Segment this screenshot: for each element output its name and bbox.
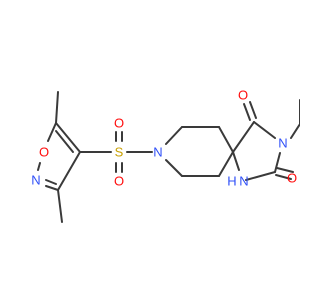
- atom-o-carbonyl-top: O: [238, 88, 248, 103]
- atom-n-piperidine: N: [153, 145, 162, 160]
- atom-o-sulfonyl-top: O: [114, 116, 124, 131]
- bond-c4-n3: [253, 121, 276, 139]
- bond-c4-o-a: [243, 103, 251, 121]
- atom-o-carbonyl-right: O: [287, 171, 297, 186]
- bond-c4-c5-inner: [55, 130, 74, 153]
- bond-c2-n1: [245, 171, 276, 181]
- bond-n-ca: [165, 126, 183, 145]
- bond-n3-c2: [274, 152, 281, 173]
- atom-o-sulfonyl-bottom: O: [114, 174, 124, 189]
- atom-n-imide: N: [278, 136, 287, 151]
- molecule-structure: N S O O O N O N O N H: [0, 0, 300, 300]
- bond-o1-n2: [37, 162, 41, 171]
- atom-nh-amide: N: [239, 174, 248, 189]
- bond-layer: [37, 91, 300, 223]
- atom-s-sulfonyl: S: [115, 145, 124, 160]
- bond-n3-ch2: [290, 123, 300, 139]
- bond-n1-spiro: [232, 151, 240, 171]
- bond-spiro-cc: [218, 151, 234, 177]
- bond-spiro-c4: [232, 121, 255, 153]
- bond-c5-o1: [47, 122, 57, 142]
- bond-c2-o-b: [275, 174, 292, 180]
- bond-c4-c5-outer: [55, 122, 81, 153]
- bond-n2-c3-inner: [45, 179, 57, 185]
- bond-n2-c3-outer: [45, 185, 59, 191]
- bond-cd-n: [165, 159, 183, 177]
- atom-o-isoxazole: O: [39, 145, 49, 160]
- atom-h-amide: H: [227, 174, 236, 189]
- bond-cb-spiro: [218, 126, 234, 153]
- bond-c2-o-a: [276, 167, 294, 173]
- atom-n-isoxazole: N: [31, 173, 40, 188]
- bond-c3-c4: [57, 151, 81, 191]
- canvas-background: [0, 0, 300, 300]
- bond-c4-o-b: [249, 101, 257, 119]
- bond-c5-methyl: [55, 91, 59, 124]
- atom-labels: N S O O O N O N O N H: [31, 88, 297, 189]
- bond-c3-methyl: [57, 189, 63, 223]
